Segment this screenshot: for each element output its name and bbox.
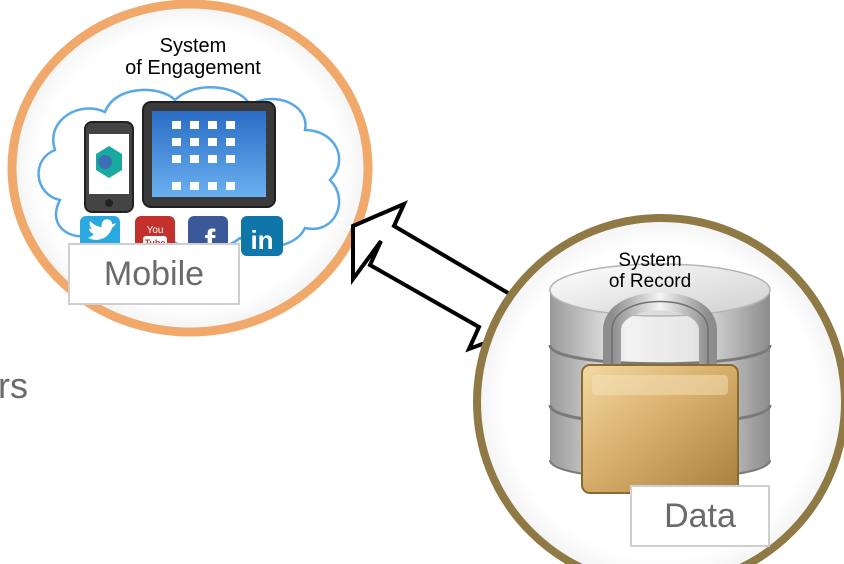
- tablet-icon: [142, 101, 276, 208]
- svg-text:You: You: [147, 225, 164, 236]
- record-title-line2: of Record: [608, 271, 692, 293]
- engagement-title-line1: System: [159, 35, 227, 57]
- record-node: [473, 214, 844, 564]
- record-title-line1: System: [618, 250, 682, 271]
- linkedin-icon: in: [241, 216, 283, 256]
- record-title: System of Record: [575, 250, 725, 293]
- padlock-icon: [581, 292, 739, 494]
- mobile-label-box: Mobile: [68, 243, 240, 305]
- engagement-title-line2: of Engagement: [125, 57, 261, 80]
- text-fragment: rs: [0, 365, 28, 406]
- svg-text:in: in: [250, 225, 273, 255]
- smartphone-icon: [84, 121, 134, 213]
- engagement-title: System of Engagement: [108, 35, 278, 80]
- svg-text:f: f: [205, 223, 216, 259]
- data-label-box: Data: [630, 485, 770, 547]
